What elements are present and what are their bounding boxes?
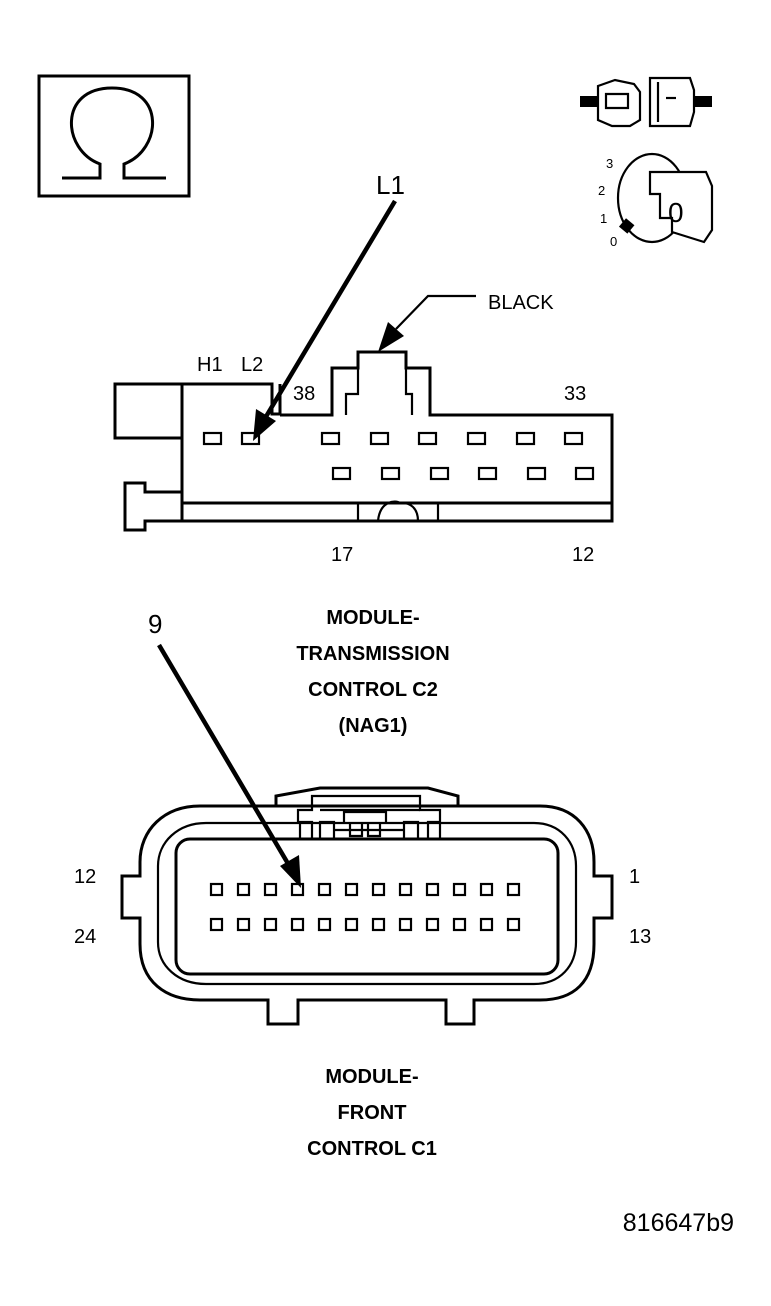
c1-pin-1-label: 1 bbox=[629, 866, 640, 888]
ignition-key-icon: 3 2 1 0 0 bbox=[598, 152, 714, 249]
key-position-2: 2 bbox=[598, 183, 605, 198]
c2-pin-38-label: 38 bbox=[293, 383, 315, 405]
c2-pin-33-label: 33 bbox=[564, 383, 586, 405]
c2-title-line-4: (NAG1) bbox=[339, 715, 408, 737]
l1-callout-arrowhead bbox=[253, 409, 276, 441]
key-position-1: 1 bbox=[600, 211, 607, 226]
c1-title-line-3: CONTROL C1 bbox=[307, 1138, 437, 1160]
c2-callout-l1: L1 bbox=[376, 170, 405, 200]
c2-pin-17-label: 17 bbox=[331, 544, 353, 566]
key-position-0: 0 bbox=[610, 234, 617, 249]
nine-callout-arrowhead bbox=[280, 855, 301, 888]
figure-code: 816647b9 bbox=[623, 1209, 734, 1237]
connector-c1: 12 24 1 13 9 MODULE- FRONT CONTROL C1 bbox=[74, 609, 651, 1160]
c1-pin-24-label: 24 bbox=[74, 926, 96, 948]
c1-callout-9: 9 bbox=[148, 609, 162, 639]
c2-title-line-3: CONTROL C2 bbox=[308, 679, 438, 701]
c2-l2-label: L2 bbox=[241, 354, 263, 376]
key-label: 0 bbox=[668, 197, 684, 228]
c1-title-line-1: MODULE- bbox=[325, 1066, 418, 1088]
disconnected-connector-icon bbox=[580, 76, 712, 128]
c2-title-line-1: MODULE- bbox=[326, 607, 419, 629]
c2-pin-12-label: 12 bbox=[572, 544, 594, 566]
key-position-3: 3 bbox=[606, 156, 613, 171]
c2-title-line-2: TRANSMISSION bbox=[296, 643, 449, 665]
c1-title-line-2: FRONT bbox=[338, 1102, 407, 1124]
black-callout-arrowhead bbox=[378, 322, 404, 352]
connector-c2: H1 L2 38 33 17 12 BLACK L1 MODULE- TRANS… bbox=[113, 170, 614, 737]
c1-pin-13-label: 13 bbox=[629, 926, 651, 948]
c2-color-label: BLACK bbox=[488, 292, 554, 314]
c1-pin-12-label: 12 bbox=[74, 866, 96, 888]
ohmmeter-icon bbox=[37, 74, 191, 198]
c2-h1-label: H1 bbox=[197, 354, 223, 376]
